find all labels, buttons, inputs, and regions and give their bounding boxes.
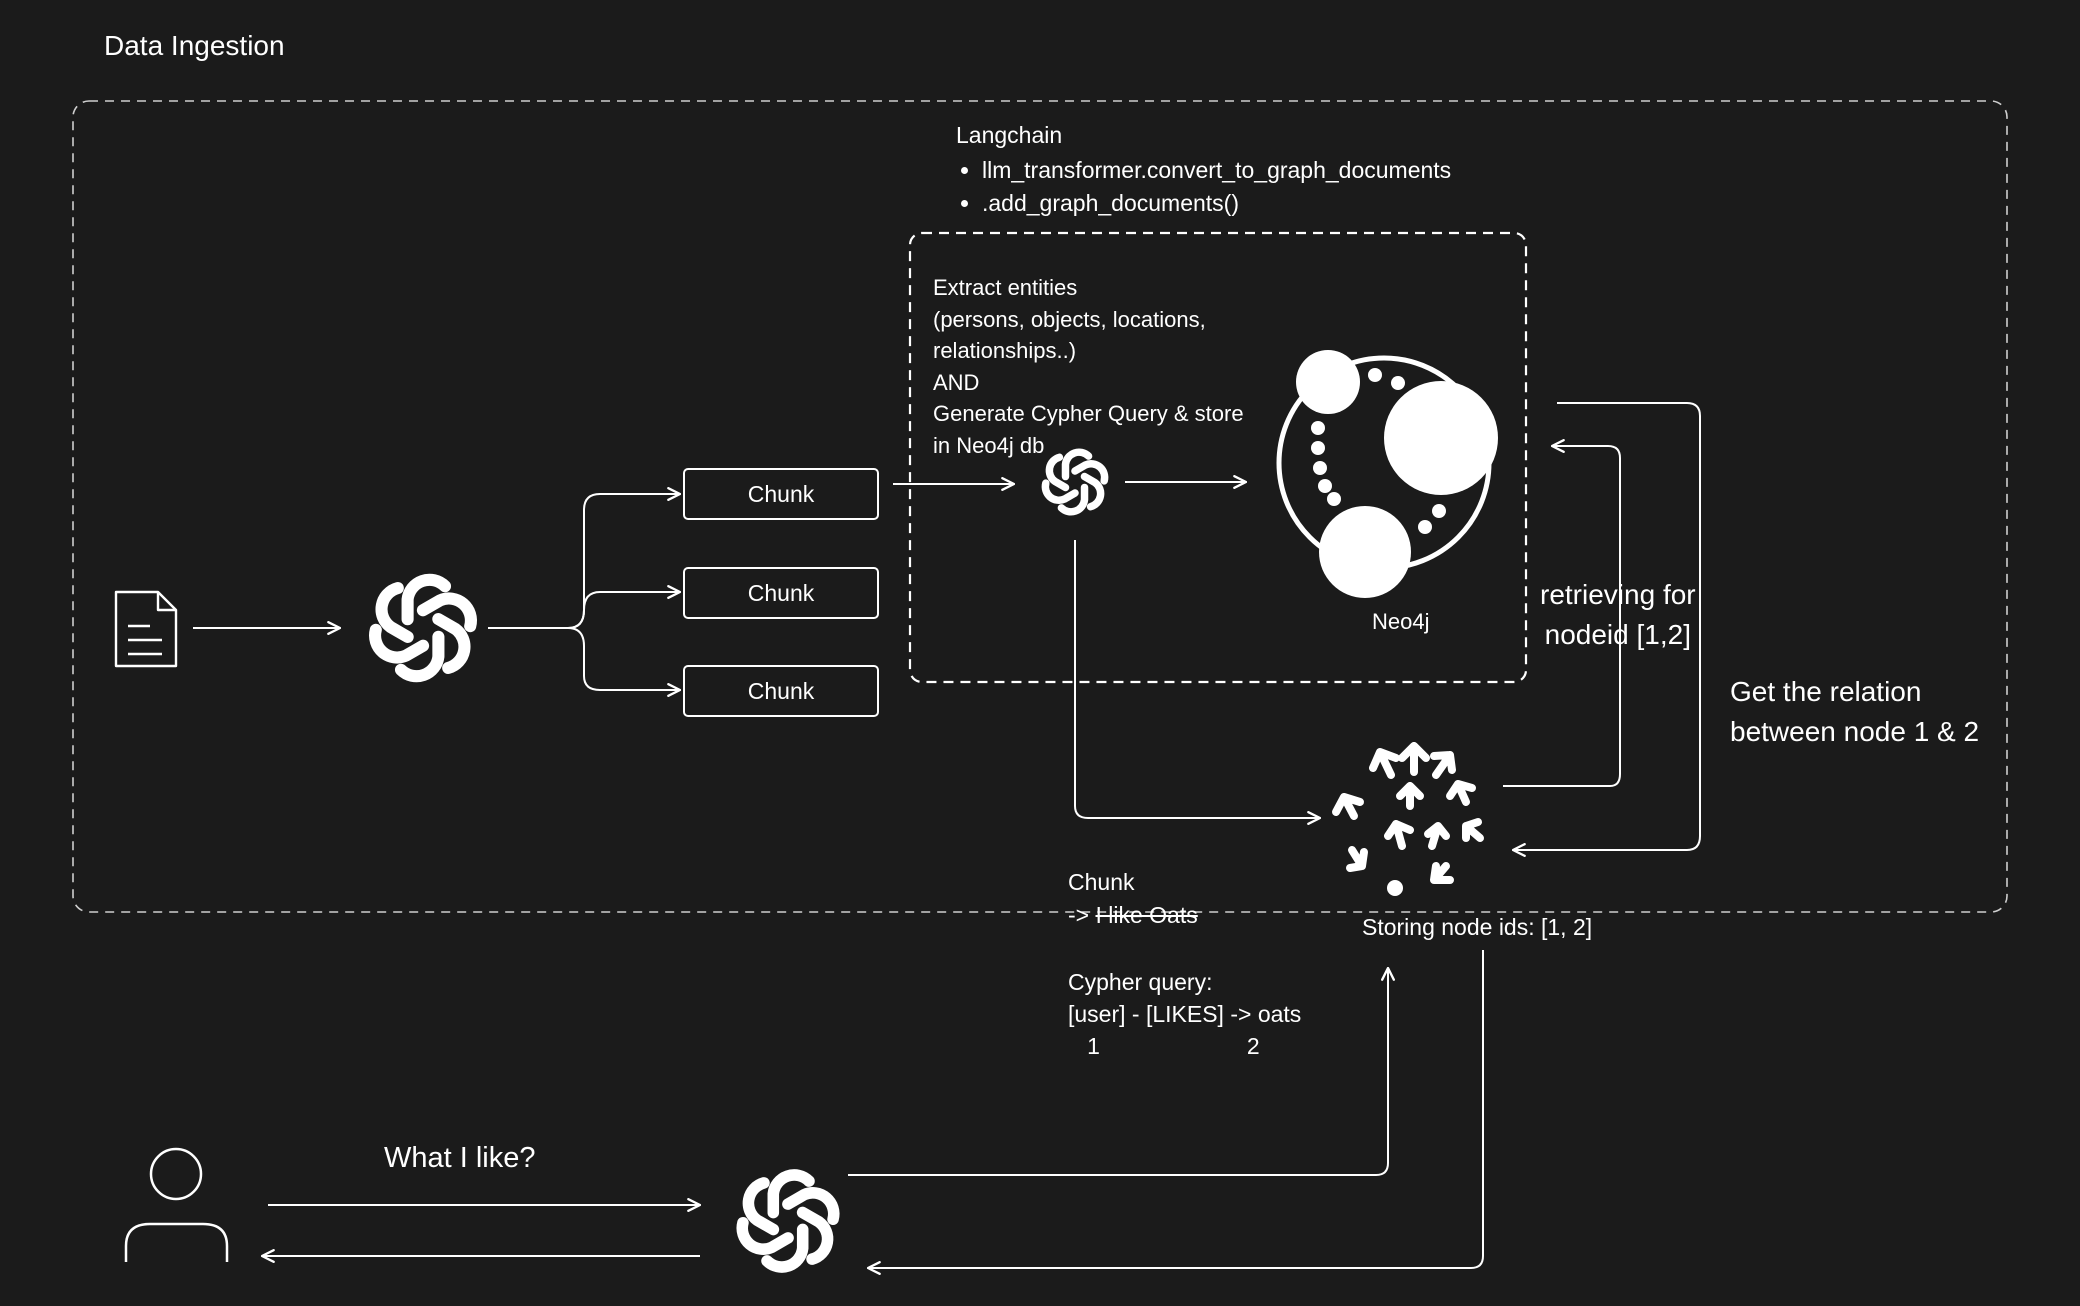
vector-store-dot-icon (1387, 880, 1403, 896)
cypher-label: Cypher query: (1068, 969, 1213, 995)
vector-store-icon (1332, 742, 1484, 884)
arrow-vectorstore-to-neo4j (1503, 439, 1621, 787)
relation-note: Get the relation between node 1 & 2 (1730, 672, 1979, 752)
arrow-llm-to-vectorstore (848, 966, 1395, 1176)
extract-note-line: Generate Cypher Query & store (933, 401, 1244, 426)
arrow-vectorstore-to-llm (866, 950, 1484, 1275)
openai-logo-icon (370, 580, 476, 676)
extract-entities-note: Extract entities (persons, objects, loca… (933, 272, 1283, 461)
openai-logo-icon (1042, 452, 1107, 512)
langchain-group (908, 231, 1528, 684)
langchain-method-item: .add_graph_documents() (982, 187, 1451, 220)
neo4j-logo-icon (1276, 350, 1498, 598)
storing-node-ids-label: Storing node ids: [1, 2] (1362, 914, 1593, 940)
arrow-neo4j-to-vectorstore (1511, 402, 1701, 857)
cypher-query-note: Cypher query: [user] - [LIKES] -> oats 1… (1068, 966, 1301, 1062)
chunk-example-label: Chunk (1068, 869, 1135, 895)
relation-note-line: Get the relation (1730, 676, 1922, 707)
chunk-node: Chunk (683, 665, 879, 717)
retrieving-note: retrieving for nodeid [1,2] (1540, 575, 1696, 655)
user-icon (124, 1147, 229, 1262)
cypher-node-ids: 1 2 (1068, 1033, 1260, 1059)
retrieving-note-line: retrieving for (1540, 579, 1696, 610)
neo4j-label: Neo4j (1372, 609, 1430, 634)
chunk-example-line: -> I like Oats (1068, 899, 1198, 932)
arrow-extractor-to-vectorstore (1074, 540, 1322, 825)
extract-note-line: in Neo4j db (933, 432, 1045, 458)
chunk-node: Chunk (683, 567, 879, 619)
openai-logo-icon (738, 1175, 839, 1267)
langchain-title: Langchain (956, 122, 1063, 148)
extract-note-line: AND (933, 369, 980, 395)
chunk-example-text: I like Oats (1095, 902, 1198, 928)
diagram-title: Data Ingestion (104, 30, 285, 61)
extract-note-line: Extract entities (933, 275, 1078, 300)
extract-note-line: relationships..) (933, 338, 1077, 363)
langchain-methods-list: llm_transformer.convert_to_graph_documen… (968, 154, 1451, 220)
relation-note-line: between node 1 & 2 (1730, 716, 1980, 747)
retrieving-note-line: nodeid [1,2] (1544, 619, 1691, 650)
cypher-query: [user] - [LIKES] -> oats (1068, 1001, 1302, 1027)
arrow-llm-to-chunks (488, 487, 682, 697)
extract-note-line: (persons, objects, locations, (933, 306, 1206, 332)
chunk-example-note: Chunk -> I like Oats (1068, 866, 1198, 932)
langchain-method-item: llm_transformer.convert_to_graph_documen… (982, 154, 1451, 187)
data-ingestion-group (72, 100, 2008, 913)
document-icon (114, 590, 178, 668)
chunk-node: Chunk (683, 468, 879, 520)
chunk-example-arrow: -> (1068, 902, 1096, 928)
user-question-label: What I like? (384, 1142, 536, 1174)
